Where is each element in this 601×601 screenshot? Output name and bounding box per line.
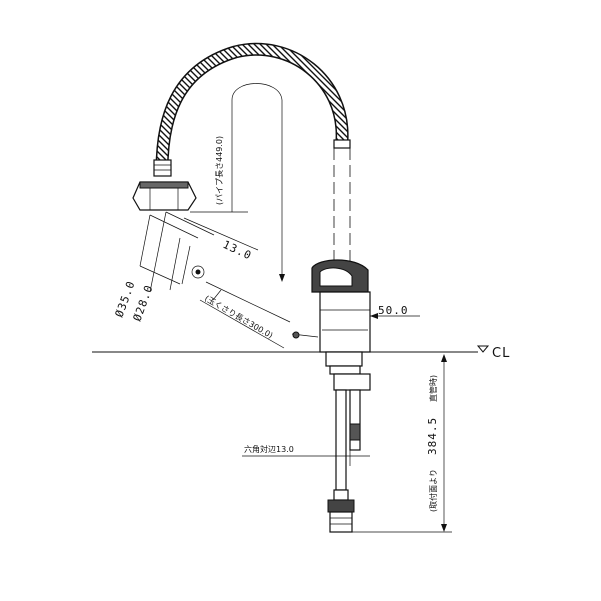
faucet-body [319, 291, 371, 353]
dim-13-label: 13.0 [221, 238, 254, 263]
cl-label: CL [492, 346, 510, 361]
diameter-dimensions [139, 211, 259, 293]
height-note-right: 直管時) [428, 375, 438, 402]
pipe-length-label: (パイプ長さ449.0) [215, 136, 224, 205]
chain-length-dimension [199, 281, 291, 349]
hose-ferrule [153, 159, 172, 177]
spray-head [132, 181, 197, 211]
lever-handle [311, 259, 369, 293]
chain-stopper [191, 265, 319, 339]
dim-50 [370, 313, 420, 319]
height-dimension [352, 354, 452, 533]
hex-flats-label: 六角対辺13.0 [244, 444, 294, 454]
flexible-hose [153, 42, 349, 177]
under-counter-fittings [325, 351, 371, 533]
dim-50-label: 50.0 [378, 304, 409, 317]
chain-length-label: (玉くさり長さ300.0) [203, 294, 274, 340]
pipe-length-dimension [190, 83, 285, 282]
cl-marker: CL [476, 345, 510, 361]
riser-pipe [333, 139, 351, 262]
hex-flats-dimension [242, 446, 370, 466]
height-dim-label: 384.5 [426, 417, 439, 455]
height-note-left: (取付面より [428, 469, 438, 512]
